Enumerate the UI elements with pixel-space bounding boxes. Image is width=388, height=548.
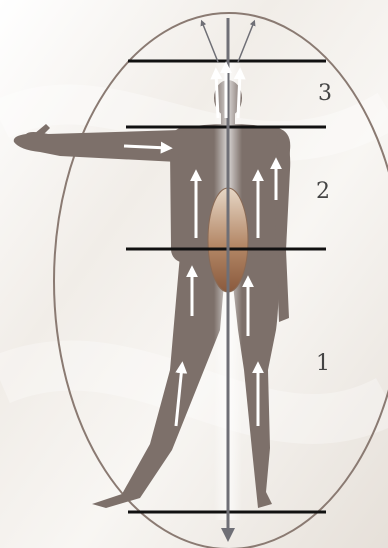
energy-arrow-icon (216, 72, 218, 118)
zone-label-3: 3 (318, 81, 332, 106)
zone-label-1: 1 (316, 351, 330, 376)
energy-arrow-icon (124, 146, 168, 148)
zone-label-2: 2 (316, 179, 330, 204)
energy-arrow-icon (238, 72, 240, 118)
